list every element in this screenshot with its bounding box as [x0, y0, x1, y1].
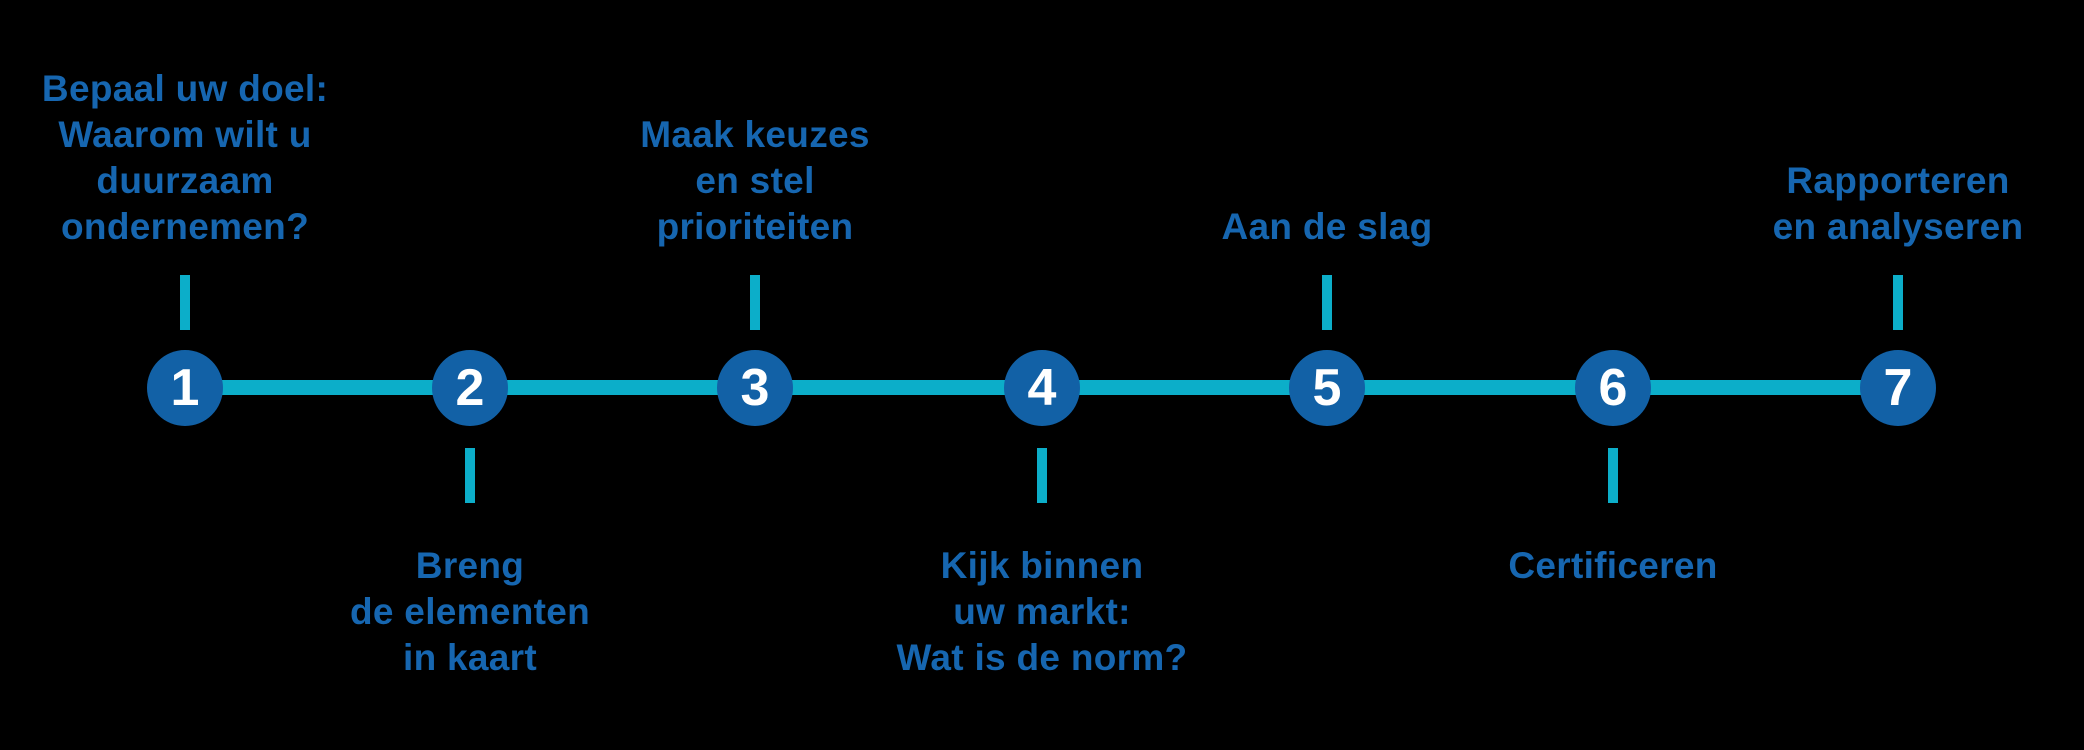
step-1-label: Bepaal uw doel: Waarom wilt u duurzaam o…	[41, 68, 329, 247]
step-2-circle: 2	[432, 350, 508, 426]
step-2-label: Breng de elementen in kaart	[349, 545, 591, 678]
step-7-circle: 7	[1860, 350, 1936, 426]
step-3-number: 3	[740, 359, 770, 417]
step-7-tick	[1893, 275, 1903, 330]
step-3-circle: 3	[717, 350, 793, 426]
step-4-label: Kijk binnen uw markt: Wat is de norm?	[896, 545, 1188, 678]
step-4-tick	[1037, 448, 1047, 503]
step-7-label: Rapporteren en analyseren	[1772, 160, 2024, 247]
step-6-tick	[1608, 448, 1618, 503]
step-2-tick	[465, 448, 475, 503]
step-5-circle: 5	[1289, 350, 1365, 426]
step-5-tick	[1322, 275, 1332, 330]
step-5-number: 5	[1312, 359, 1342, 417]
step-4-circle: 4	[1004, 350, 1080, 426]
step-1-tick	[180, 275, 190, 330]
step-6-number: 6	[1598, 359, 1628, 417]
step-2-number: 2	[455, 359, 485, 417]
step-1-number: 1	[170, 359, 200, 417]
step-1-circle: 1	[147, 350, 223, 426]
step-3-tick	[750, 275, 760, 330]
step-7-number: 7	[1883, 359, 1913, 417]
step-4-number: 4	[1027, 359, 1057, 417]
step-5-label: Aan de slag	[1221, 206, 1433, 247]
step-6-circle: 6	[1575, 350, 1651, 426]
step-3-label: Maak keuzes en stel prioriteiten	[640, 114, 870, 247]
step-6-label: Certificeren	[1508, 545, 1718, 586]
